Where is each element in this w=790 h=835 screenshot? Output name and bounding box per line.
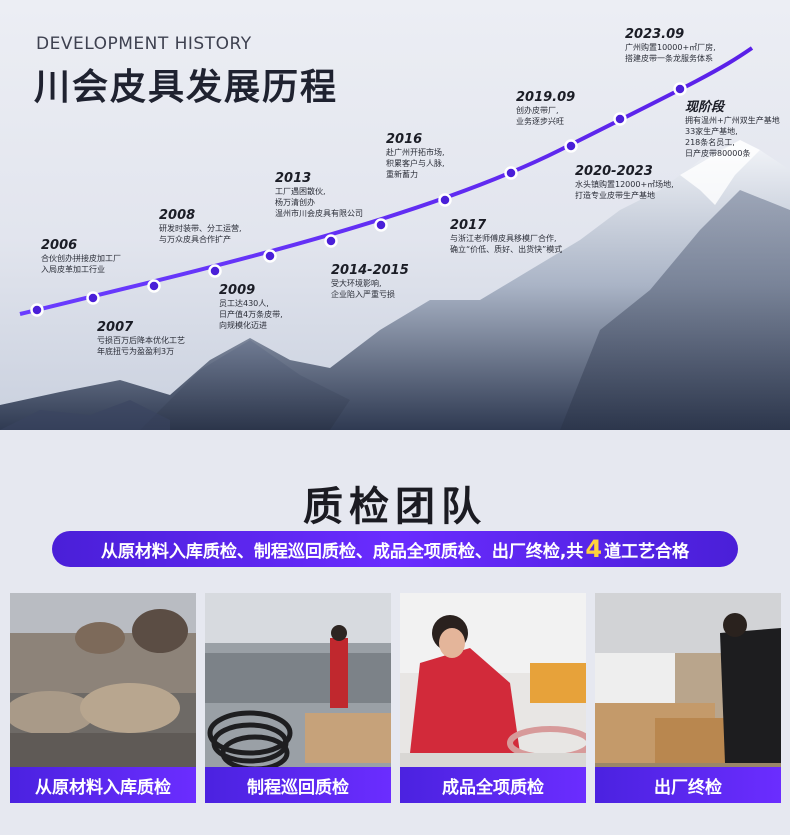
milestone: 2016 赴广州开拓市场, 积累客户与人脉, 重新蓄力 bbox=[386, 132, 445, 180]
milestone-year: 2014-2015 bbox=[331, 263, 409, 278]
history-title-cn: 川会皮具发展历程 bbox=[34, 67, 339, 108]
milestone: 2023.09 广州购置10000+㎡厂房, 搭建皮带一条龙服务体系 bbox=[625, 27, 716, 64]
milestone-year: 2009 bbox=[219, 283, 256, 298]
milestone-desc: 亏损百万后降本优化工艺 bbox=[97, 336, 185, 345]
timeline-dot bbox=[438, 193, 452, 207]
milestone-desc: 日产值4万条皮带, bbox=[219, 310, 283, 319]
milestone-desc: 218条名员工, bbox=[685, 138, 735, 147]
milestone-desc: 年底扭亏为盈盈利3万 bbox=[97, 347, 175, 356]
milestone-desc: 入局皮革加工行业 bbox=[41, 265, 105, 274]
photo-caption: 成品全项质检 bbox=[400, 767, 586, 803]
milestone: 2009 员工达430人, 日产值4万条皮带, 向规模化迈进 bbox=[219, 283, 283, 331]
milestone-desc: 员工达430人, bbox=[219, 299, 269, 308]
timeline-dot bbox=[613, 112, 627, 126]
milestone-year: 2013 bbox=[275, 171, 312, 186]
timeline-dots bbox=[30, 82, 687, 317]
qc-photo-finished: 成品全项质检 bbox=[400, 593, 586, 803]
timeline-dot bbox=[324, 234, 338, 248]
milestone-desc: 拥有温州+广州双生产基地 bbox=[685, 116, 780, 125]
milestone-desc: 赴广州开拓市场, bbox=[386, 148, 445, 157]
milestone: 2006 合伙创办拼接皮加工厂 入局皮革加工行业 bbox=[41, 238, 121, 275]
milestone-desc: 温州市川会皮具有限公司 bbox=[275, 209, 363, 218]
timeline-dot bbox=[673, 82, 687, 96]
milestone-year: 2023.09 bbox=[625, 27, 685, 42]
milestone-desc: 杨万清创办 bbox=[275, 198, 315, 207]
banner-number: 4 bbox=[585, 535, 603, 563]
milestone-desc: 受大环境影响, bbox=[331, 279, 382, 288]
milestone-desc: 向规模化迈进 bbox=[219, 321, 267, 330]
mountain-background bbox=[0, 46, 790, 430]
qc-photo-process: 制程巡回质检 bbox=[205, 593, 391, 803]
milestone-desc: 水头镇购置12000+㎡场地, bbox=[575, 180, 674, 189]
timeline-dot bbox=[147, 279, 161, 293]
milestone-year: 2007 bbox=[97, 320, 134, 335]
milestone: 2013 工厂遇困散伙, 杨万清创办 温州市川会皮具有限公司 bbox=[275, 171, 363, 219]
milestone-desc: 研发时装带、分工运营, bbox=[159, 224, 242, 233]
milestone-desc: 与浙江老师傅皮具移模厂合作, bbox=[450, 234, 557, 243]
milestone: 2007 亏损百万后降本优化工艺 年底扭亏为盈盈利3万 bbox=[97, 320, 185, 357]
timeline-dot bbox=[374, 218, 388, 232]
milestone-year: 现阶段 bbox=[685, 100, 725, 115]
milestone: 2008 研发时装带、分工运营, 与万众皮具合作扩产 bbox=[159, 208, 242, 245]
banner-text-end: 道工艺合格 bbox=[604, 541, 690, 562]
milestone-desc: 创办皮带厂, bbox=[516, 106, 559, 115]
banner-text: 从原材料入库质检、制程巡回质检、成品全项质检、出厂终检,共 bbox=[100, 541, 584, 562]
milestone: 2020-2023 水头镇购置12000+㎡场地, 打造专业皮带生产基地 bbox=[575, 164, 674, 201]
qc-title: 质检团队 bbox=[303, 484, 487, 530]
photo-caption: 制程巡回质检 bbox=[205, 767, 391, 803]
timeline-dot bbox=[86, 291, 100, 305]
milestone-year: 2017 bbox=[450, 218, 487, 233]
milestone-desc: 工厂遇困散伙, bbox=[275, 187, 326, 196]
milestone-desc: 33家生产基地, bbox=[685, 127, 738, 136]
milestone-desc: 与万众皮具合作扩产 bbox=[159, 235, 231, 244]
milestone-desc: 打造专业皮带生产基地 bbox=[575, 191, 655, 200]
milestone: 2014-2015 受大环境影响, 企业陷入严重亏损 bbox=[331, 263, 409, 300]
milestone-desc: 企业陷入严重亏损 bbox=[331, 290, 395, 299]
milestone-desc: 业务逐步兴旺 bbox=[516, 117, 564, 126]
milestone-year: 2006 bbox=[41, 238, 78, 253]
qc-photo-final: 出厂终检 bbox=[595, 593, 781, 803]
history-title-en: DEVELOPMENT HISTORY bbox=[36, 34, 252, 54]
history-section: DEVELOPMENT HISTORY 川会皮具发展历程 2006 合伙创办拼接… bbox=[0, 0, 790, 430]
milestone-desc: 重新蓄力 bbox=[386, 170, 418, 179]
timeline-line bbox=[19, 46, 754, 316]
timeline-dot bbox=[564, 139, 578, 153]
milestone: 2017 与浙江老师傅皮具移模厂合作, 确立“价低、质好、出货快”模式 bbox=[450, 218, 562, 255]
milestone-year: 2020-2023 bbox=[575, 164, 653, 179]
milestone-desc: 搭建皮带一条龙服务体系 bbox=[625, 54, 713, 63]
milestone-year: 2008 bbox=[159, 208, 196, 223]
milestone-year: 2019.09 bbox=[516, 90, 576, 105]
milestone-desc: 确立“价低、质好、出货快”模式 bbox=[450, 245, 563, 254]
timeline-dot bbox=[208, 264, 222, 278]
timeline-dot bbox=[504, 166, 518, 180]
milestone: 2019.09 创办皮带厂, 业务逐步兴旺 bbox=[516, 90, 575, 127]
photo-caption: 出厂终检 bbox=[595, 767, 781, 803]
milestone: 现阶段 拥有温州+广州双生产基地 33家生产基地, 218条名员工, 日产皮带8… bbox=[685, 96, 780, 159]
milestone-desc: 广州购置10000+㎡厂房, bbox=[625, 43, 716, 52]
timeline-dot bbox=[263, 249, 277, 263]
timeline-dot bbox=[30, 303, 44, 317]
milestone-year: 2016 bbox=[386, 132, 423, 147]
milestone-desc: 日产皮带80000条 bbox=[685, 149, 751, 158]
qc-photo-raw-material: 从原材料入库质检 bbox=[10, 593, 196, 803]
milestone-desc: 积累客户与人脉, bbox=[386, 159, 445, 168]
milestone-desc: 合伙创办拼接皮加工厂 bbox=[41, 254, 121, 263]
photo-caption: 从原材料入库质检 bbox=[10, 767, 196, 803]
